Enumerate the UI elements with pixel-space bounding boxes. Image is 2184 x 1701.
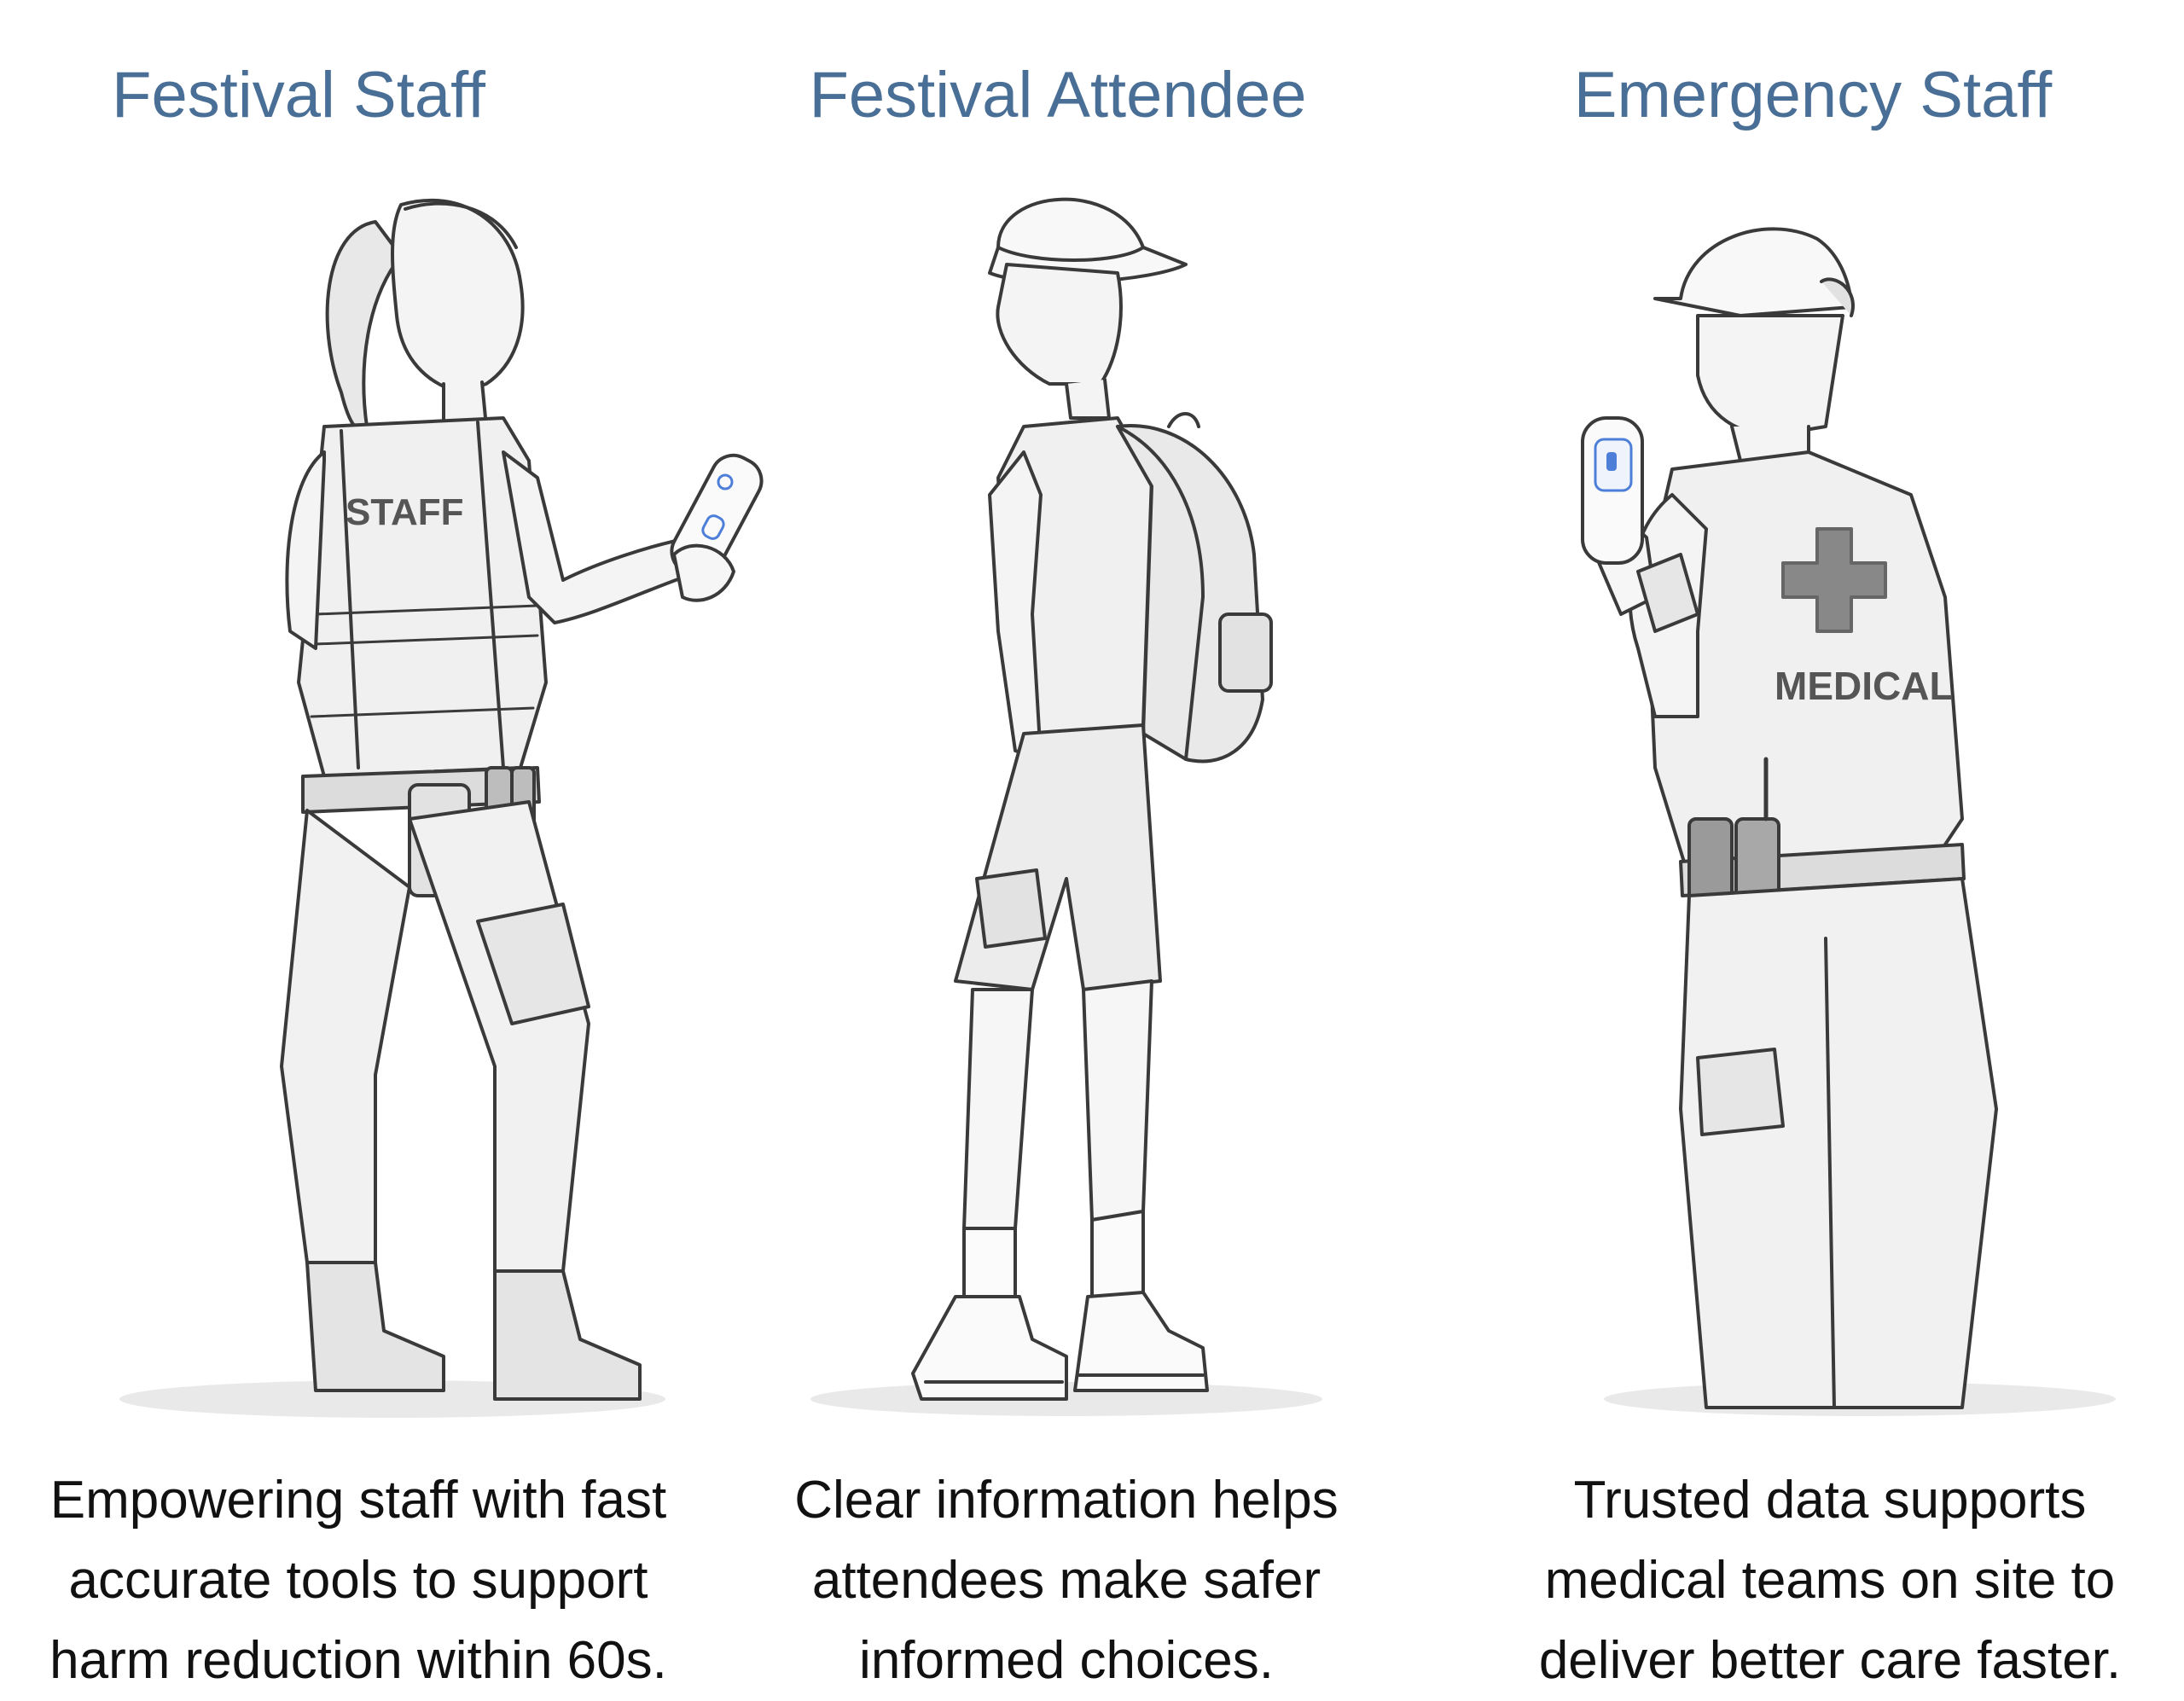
caption-line: deliver better care faster. (1538, 1631, 2122, 1690)
persona-caption: Empowering staff with fast accurate tool… (0, 1460, 751, 1701)
persona-title: Festival Staff (112, 59, 485, 131)
caption-line: attendees make safer (811, 1551, 1321, 1610)
sneaker-icon (911, 1295, 1068, 1401)
persona-caption: Trusted data supports medical teams on s… (1484, 1460, 2175, 1701)
persona-title: Emergency Staff (1573, 59, 2053, 131)
caption-line: informed choices. (859, 1631, 1274, 1690)
caption-line: medical teams on site to (1544, 1551, 2116, 1610)
caption-line: Clear information helps (794, 1471, 1339, 1530)
cap-icon (1653, 227, 1853, 317)
caption-line: accurate tools to support (68, 1551, 648, 1610)
persona-caption: Clear information helps attendees make s… (742, 1460, 1391, 1701)
medical-vest-label: MEDICAL (1774, 664, 1954, 708)
persona-title: Festival Attendee (809, 59, 1307, 131)
caption-line: Trusted data supports (1573, 1471, 2087, 1530)
persona-emergency-staff: Emergency Staff MEDICAL (1484, 0, 2184, 1699)
sneaker-icon (1073, 1291, 1209, 1392)
staff-vest-label: STAFF (346, 491, 464, 533)
festival-attendee-illustration (810, 197, 1322, 1416)
persona-festival-staff: Festival Staff STAFF (0, 0, 768, 1699)
emergency-staff-illustration: MEDICAL (1581, 227, 2116, 1416)
persona-festival-attendee: Festival Attendee (742, 0, 1391, 1699)
caption-line: Empowering staff with fast (49, 1471, 667, 1530)
medical-cross-icon (1781, 527, 1887, 633)
caption-line: harm reduction within 60s. (49, 1631, 667, 1690)
festival-staff-illustration: STAFF (119, 198, 764, 1418)
